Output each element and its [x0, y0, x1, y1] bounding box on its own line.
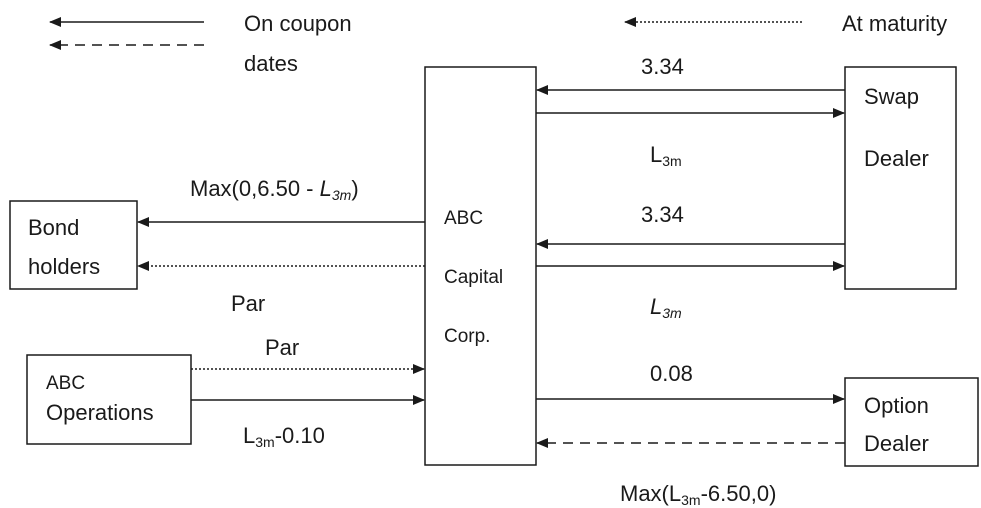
bond-holders-line1: Bond — [28, 215, 80, 240]
abc-operations-line1: ABC — [46, 373, 86, 394]
swap-dealer-line1: Swap — [864, 84, 920, 109]
option-dealer-line1: Option — [864, 393, 929, 418]
label-ops-coupon: L3m-0.10 — [243, 423, 325, 450]
label-swap-fixed-1: 3.34 — [641, 54, 684, 79]
abc-capital-line2: Capital — [444, 267, 504, 288]
abc-capital-line1: ABC — [444, 208, 484, 229]
legend-maturity-label: At maturity — [842, 11, 948, 36]
label-bond-par: Par — [231, 291, 266, 316]
label-option-payoff: Max(L3m-6.50,0) — [620, 481, 777, 508]
label-bond-coupon: Max(0,6.50 - L3m) — [190, 176, 359, 203]
option-dealer-line2: Dealer — [864, 431, 929, 456]
legend-coupon-label-line2: dates — [244, 51, 298, 76]
label-ops-par: Par — [265, 335, 300, 360]
swap-dealer-line2: Dealer — [864, 146, 929, 171]
option-dealer-box — [844, 377, 979, 467]
legend-coupon-label: On coupon — [244, 11, 352, 36]
swap-dealer-box — [844, 66, 957, 290]
abc-capital-line3: Corp. — [444, 326, 491, 347]
bond-holders-box — [9, 200, 138, 290]
label-swap-float-1: L3m — [650, 142, 682, 169]
label-option-premium: 0.08 — [650, 361, 693, 386]
abc-capital-box — [424, 66, 537, 466]
bond-holders-line2: holders — [28, 254, 101, 279]
label-swap-fixed-2: 3.34 — [641, 202, 684, 227]
abc-operations-line2: Operations — [46, 400, 154, 425]
label-swap-float-2: L3m — [650, 294, 682, 321]
